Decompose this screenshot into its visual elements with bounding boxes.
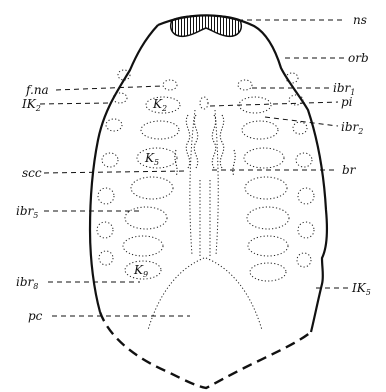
label-ik2: IK2 [21,97,41,113]
label-ibr2: ibr2 [341,120,363,136]
label-k5: K5 [144,151,159,167]
label-ik5: IK5 [351,281,371,297]
posterior-cartilage [148,258,262,330]
label-ibr8: ibr8 [16,275,38,291]
left-outer-elements [97,70,130,265]
fenestra-nasalis-left [163,80,177,90]
left-branchial-elements [123,97,180,279]
pituitary-opening [200,97,208,109]
fenestra-nasalis-right [238,80,252,90]
right-outer-elements [286,73,314,267]
body-outline-posterior-dashed [100,312,311,388]
label-br: br [342,163,357,177]
label-ns: ns [353,13,367,27]
label-pc: pc [28,309,43,323]
body-outline-left [90,25,158,312]
label-k2: K2 [152,97,167,113]
nasal-region [171,16,241,37]
label-scc: scc [22,166,42,180]
leader-lines [40,20,350,316]
label-orb: orb [348,51,369,65]
central-canals [175,115,235,176]
label-k9: K9 [133,263,148,279]
right-branchial-elements [239,97,289,281]
label-fna: f.na [25,83,49,97]
label-pi: pi [341,95,353,109]
body-outline [158,15,327,332]
midline-structures [190,110,218,258]
label-ibr5: ibr5 [16,204,38,220]
labels: ns orb f.na ibr1 IK2 pi ibr2 scc br ibr5… [16,13,371,323]
